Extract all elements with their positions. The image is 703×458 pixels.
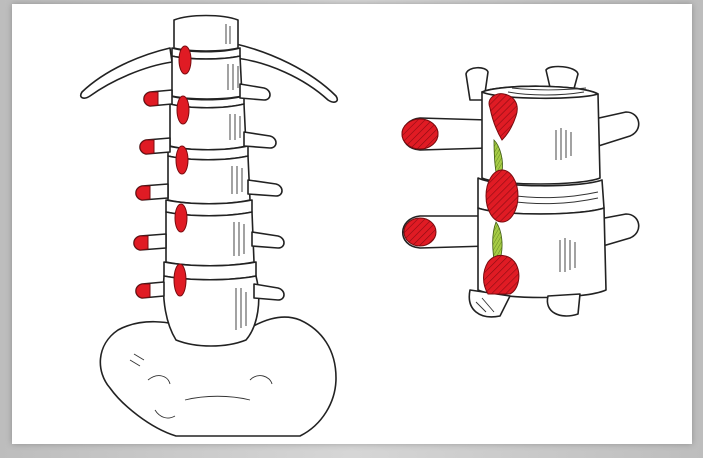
vertebra-t12	[174, 16, 238, 52]
middle-facet-marker	[486, 170, 518, 222]
lower-left-process-marker	[404, 218, 436, 246]
lower-inferior-right	[547, 294, 580, 316]
lumbar-spine-posterior-view	[81, 16, 338, 437]
vertebral-segment-lateral-view	[402, 67, 639, 317]
lower-facet-marker	[484, 255, 519, 294]
